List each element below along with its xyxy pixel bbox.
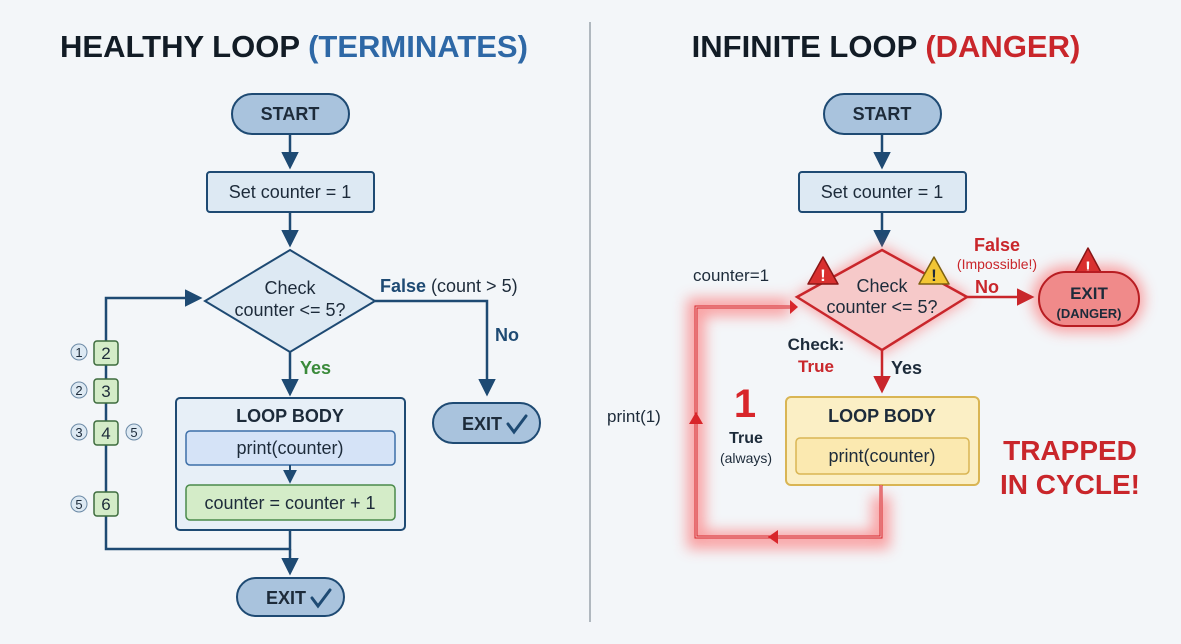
infinite-check-line2: counter <= 5?	[826, 297, 937, 317]
infinite-init-label: Set counter = 1	[821, 182, 944, 202]
infinite-loop-body-title: LOOP BODY	[828, 406, 936, 426]
infinite-start-node: START	[823, 93, 942, 135]
iteration-value: 6	[101, 495, 110, 514]
infinite-no-label: No	[975, 277, 999, 297]
infinite-false-label: False	[974, 235, 1020, 255]
check-true-line2: True	[798, 357, 834, 376]
infinite-loop-panel: INFINITE LOOP (DANGER) START Set counter…	[607, 29, 1144, 549]
infinite-check-line1: Check	[856, 276, 908, 296]
infinite-false-detail: (Impossible!)	[957, 256, 1037, 272]
infinite-loop-body: LOOP BODY print(counter)	[785, 396, 980, 486]
trapped-line2: IN CYCLE!	[1000, 469, 1140, 500]
iteration-pass: 2	[75, 383, 82, 398]
infinite-title: INFINITE LOOP (DANGER)	[692, 29, 1081, 64]
healthy-loop-panel: HEALTHY LOOP (TERMINATES) START Set coun…	[60, 29, 541, 617]
healthy-print-label: print(counter)	[236, 438, 343, 458]
arrow	[375, 299, 496, 397]
print-output-label: print(1)	[607, 407, 661, 426]
iteration-row: 1 2	[70, 340, 119, 366]
iteration-extra: 5	[130, 425, 137, 440]
cycle-number: 1	[734, 382, 756, 426]
always-label: (always)	[720, 450, 772, 466]
healthy-yes-label: Yes	[300, 358, 331, 378]
true-label: True	[729, 430, 763, 447]
healthy-decision-node: Check counter <= 5?	[203, 248, 377, 354]
healthy-start-label: START	[261, 104, 320, 124]
svg-text:!: !	[931, 266, 937, 285]
infinite-init-node: Set counter = 1	[798, 171, 967, 213]
healthy-exit-side-label: EXIT	[462, 414, 502, 434]
loop-back-arrow	[104, 289, 292, 551]
healthy-increment-box	[185, 484, 396, 521]
healthy-exit-bottom-node: EXIT	[236, 577, 345, 617]
infinite-print-box	[795, 437, 970, 475]
infinite-exit-node: EXIT (DANGER)	[1038, 271, 1140, 327]
checkmark-icon	[310, 588, 332, 609]
svg-text:!: !	[820, 266, 826, 285]
arrow-head	[689, 412, 703, 424]
arrow-head	[768, 530, 778, 544]
iteration-value: 2	[101, 344, 110, 363]
iteration-value: 4	[101, 424, 110, 443]
infinite-print-label: print(counter)	[828, 446, 935, 466]
warning-icon: !	[918, 256, 950, 285]
healthy-check-line1: Check	[264, 278, 316, 298]
svg-text:!: !	[1085, 258, 1091, 277]
iteration-pass: 1	[75, 345, 82, 360]
iteration-row: 5 6	[70, 491, 119, 517]
healthy-loop-body: LOOP BODY print(counter) counter = count…	[175, 397, 406, 531]
healthy-no-label: No	[495, 325, 519, 345]
infinite-yes-label: Yes	[891, 358, 922, 378]
healthy-exit-bottom-label: EXIT	[266, 588, 306, 608]
infinite-start-label: START	[853, 104, 912, 124]
counter-note: counter=1	[693, 266, 769, 285]
arrow-head	[790, 300, 798, 314]
healthy-init-label: Set counter = 1	[229, 182, 352, 202]
healthy-loop-body-title: LOOP BODY	[236, 406, 344, 426]
infinite-exit-sub: (DANGER)	[1057, 306, 1122, 321]
iteration-value: 3	[101, 382, 110, 401]
iteration-row: 3 4 5	[70, 420, 143, 446]
infinite-exit-label: EXIT	[1070, 284, 1108, 303]
trapped-line1: TRAPPED	[1003, 435, 1137, 466]
iteration-pass: 5	[75, 497, 82, 512]
healthy-exit-side-node: EXIT	[432, 402, 541, 444]
iteration-pass: 3	[75, 425, 82, 440]
check-true-line1: Check:	[788, 335, 845, 354]
healthy-init-node: Set counter = 1	[206, 171, 375, 213]
healthy-title: HEALTHY LOOP (TERMINATES)	[60, 29, 528, 64]
healthy-check-line2: counter <= 5?	[234, 300, 345, 320]
healthy-start-node: START	[231, 93, 350, 135]
checkmark-icon	[506, 414, 528, 435]
healthy-false-label: False (count > 5)	[380, 276, 518, 296]
iteration-row: 2 3	[70, 378, 119, 404]
cycle-highlight	[695, 306, 882, 538]
warning-icon: !	[807, 256, 839, 285]
healthy-increment-label: counter = counter + 1	[204, 493, 375, 513]
